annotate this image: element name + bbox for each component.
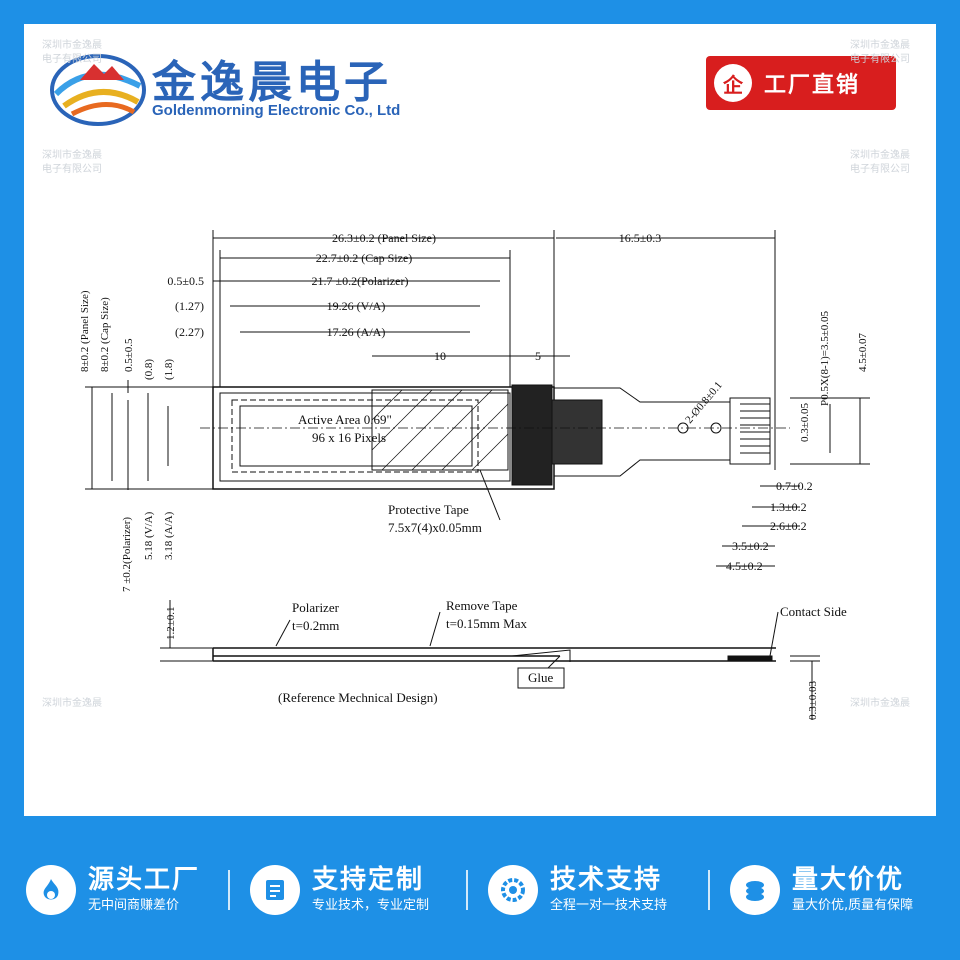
side-view-contact <box>727 655 773 662</box>
watermarks: 深圳市金逸晨 电子有限公司 深圳市金逸晨 电子有限公司 深圳市金逸晨 电子有限公… <box>42 38 910 709</box>
polarizer-thickness: t=0.2mm <box>292 618 339 633</box>
remove-tape-label: Remove Tape <box>446 598 518 613</box>
dim-label: 1.3±0.2 <box>770 500 807 514</box>
remove-tape-thickness: t=0.15mm Max <box>446 616 527 631</box>
leader <box>769 611 779 657</box>
dim-label: 4.5±0.07 <box>857 332 869 372</box>
fpc-pins <box>740 403 770 454</box>
feature-title: 量大价优 <box>792 865 905 895</box>
dim-label: 4.5±0.2 <box>726 559 763 573</box>
coin-icon <box>730 865 780 915</box>
watermark: 电子有限公司 <box>42 52 102 65</box>
feature-customization: 支持定制 专业技术，专业定制 <box>250 840 429 940</box>
dim-label: 17.26 (A/A) <box>327 325 386 339</box>
tape-hatch <box>371 389 509 471</box>
dim-label: 2-Ø0.8±0.1 <box>683 379 725 426</box>
cap-outline <box>219 392 511 482</box>
dim-label: 5 <box>535 349 541 363</box>
glue-label: Glue <box>528 670 554 685</box>
dim-label: 0.7±0.2 <box>776 479 813 493</box>
feature-subtitle: 量大价优,质量有保障 <box>792 898 914 913</box>
dim-label: (2.27) <box>175 325 204 339</box>
company-name-cn: 金逸晨电子 <box>152 57 392 108</box>
divider <box>708 870 710 910</box>
dim-label: 22.7±0.2 (Cap Size) <box>316 251 413 265</box>
watermark: 深圳市金逸晨 <box>850 696 910 709</box>
dim-label: 0.5±0.5 <box>123 338 135 372</box>
contact-side-label: Contact Side <box>780 604 847 619</box>
dim-label: 26.3±0.2 (Panel Size) <box>332 231 436 245</box>
divider <box>466 870 468 910</box>
feature-title: 支持定制 <box>312 865 425 895</box>
leader <box>429 611 441 647</box>
feature-volume-price: 量大价优 量大价优,质量有保障 <box>730 840 913 940</box>
active-area-outline <box>239 405 473 467</box>
watermark: 深圳市金逸晨 <box>850 38 910 51</box>
feature-bar: 源头工厂 无中间商赚差价 支持定制 专业技术，专业定制 技术支持 全程一对一技术… <box>0 840 960 940</box>
protective-tape-label: Protective Tape <box>388 502 469 517</box>
dim-label: 0.3±0.03 <box>807 680 819 720</box>
dim-label: 16.5±0.3 <box>619 231 662 245</box>
dim-label: 1.2±0.1 <box>165 606 177 640</box>
reference-caption: (Reference Mechnical Design) <box>278 690 438 705</box>
dim-label: 0.5±0.5 <box>167 274 204 288</box>
polarizer-label: Polarizer <box>292 600 340 615</box>
active-area-label: Active Area 0.69" <box>298 412 392 427</box>
factory-direct-badge: 企 工厂直销 <box>706 56 896 110</box>
dim-label: 10 <box>434 349 446 363</box>
feature-tech-support: 技术支持 全程一对一技术支持 <box>488 840 667 940</box>
customize-icon <box>250 865 300 915</box>
badge-label: 工厂直销 <box>764 73 861 98</box>
dim-label: (1.27) <box>175 299 204 313</box>
dim-label: 5.18 (V/A) <box>143 511 155 560</box>
leader <box>479 469 501 521</box>
company-name-en: Goldenmorning Electronic Co., Ltd <box>152 102 401 119</box>
watermark: 深圳市金逸晨 <box>42 38 102 51</box>
polarizer-outline <box>231 399 479 473</box>
driver-ic <box>511 384 553 486</box>
dim-label: (0.8) <box>143 359 155 380</box>
leader <box>275 619 291 647</box>
leader <box>547 655 561 669</box>
feature-source-factory: 源头工厂 无中间商赚差价 <box>26 840 200 940</box>
dim-label: P0.5X(8-1)=3.5±0.05 <box>819 310 831 406</box>
dim-label: 3.5±0.2 <box>732 539 769 553</box>
fpc-bond <box>551 399 603 465</box>
dim-label: 3.18 (A/A) <box>163 511 175 560</box>
pixels-label: 96 x 16 Pixels <box>312 430 386 445</box>
company-logo <box>50 50 146 130</box>
feature-title: 源头工厂 <box>88 865 201 895</box>
glue-box <box>517 667 565 689</box>
dim-label: 8±0.2 (Panel Size) <box>79 290 91 372</box>
protective-tape-size: 7.5x7(4)x0.05mm <box>388 520 482 535</box>
protective-tape <box>371 389 509 471</box>
fpc-connector <box>729 397 771 465</box>
dim-label: 19.26 (V/A) <box>327 299 386 313</box>
feature-subtitle: 全程一对一技术支持 <box>550 898 668 913</box>
watermark: 电子有限公司 <box>850 52 910 65</box>
watermark: 电子有限公司 <box>42 162 102 175</box>
dim-label: (1.8) <box>163 359 175 380</box>
dim-label: 7 ±0.2(Polarizer) <box>121 517 133 592</box>
watermark: 电子有限公司 <box>850 162 910 175</box>
feature-title: 技术支持 <box>550 865 663 895</box>
logo-emblem-icon <box>50 54 146 126</box>
side-view-remove-tape <box>511 649 571 662</box>
feature-subtitle: 专业技术，专业定制 <box>312 898 430 913</box>
dim-label: 0.3±0.05 <box>799 402 811 442</box>
enterprise-shield-icon: 企 <box>714 64 752 102</box>
divider <box>228 870 230 910</box>
gear-icon <box>488 865 538 915</box>
watermark: 深圳市金逸晨 <box>42 696 102 709</box>
watermark: 深圳市金逸晨 <box>42 148 102 161</box>
dim-label: 21.7 ±0.2(Polarizer) <box>312 274 409 288</box>
watermark: 深圳市金逸晨 <box>850 148 910 161</box>
feature-subtitle: 无中间商赚差价 <box>88 898 180 913</box>
dim-label: 8±0.2 (Cap Size) <box>99 297 111 372</box>
dim-label: 2.6±0.2 <box>770 519 807 533</box>
factory-icon <box>26 865 76 915</box>
content-panel <box>24 24 936 816</box>
